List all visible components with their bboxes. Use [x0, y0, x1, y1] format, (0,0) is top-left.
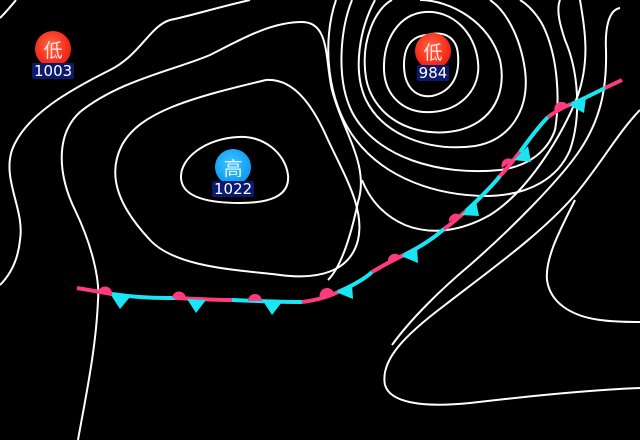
- cold-front-tooth: [461, 201, 479, 216]
- cold-front-tooth: [187, 299, 206, 313]
- isobar: [391, 7, 621, 346]
- isobar: [340, 0, 559, 173]
- cold-front-tooth: [336, 284, 353, 299]
- pressure-value: 1022: [212, 180, 255, 198]
- cold-front-tooth: [263, 301, 282, 315]
- warm-front-bump: [319, 288, 334, 298]
- low-pressure-center-984[interactable]: 低 984: [415, 33, 451, 81]
- cold-front-tooth: [111, 295, 130, 309]
- isobar: [383, 109, 640, 406]
- low-pressure-center-1003[interactable]: 低 1003: [32, 31, 75, 80]
- pressure-value: 984: [416, 64, 450, 82]
- isobar: [0, 0, 251, 286]
- isobar: [363, 0, 503, 134]
- isobar: [357, 0, 527, 149]
- isobar: [114, 78, 361, 278]
- isobar: [60, 21, 303, 440]
- low-pressure-icon: 低: [35, 31, 72, 67]
- cold-front-tooth: [401, 246, 418, 263]
- high-pressure-icon: 高: [215, 149, 252, 185]
- warm-front-bump: [554, 101, 568, 112]
- pressure-value: 1003: [32, 62, 75, 80]
- warm-front-bump: [172, 291, 187, 299]
- isobar: [545, 199, 640, 323]
- high-pressure-center-1022[interactable]: 高 1022: [212, 149, 255, 198]
- isobar: [382, 10, 480, 114]
- isobar: [301, 21, 362, 281]
- isobar: [361, 0, 587, 232]
- warm-front-bump: [248, 294, 262, 301]
- cold-front-tooth: [569, 97, 586, 113]
- isobar: [0, 0, 17, 19]
- isobar: [402, 32, 460, 98]
- cold-front-tooth: [514, 146, 531, 162]
- warm-front-bump: [387, 253, 400, 262]
- isobar: [179, 135, 290, 205]
- warm-front-bump: [501, 158, 513, 168]
- warm-front-bump: [448, 213, 460, 222]
- low-pressure-icon: 低: [415, 33, 451, 69]
- warm-front-bump: [98, 286, 113, 294]
